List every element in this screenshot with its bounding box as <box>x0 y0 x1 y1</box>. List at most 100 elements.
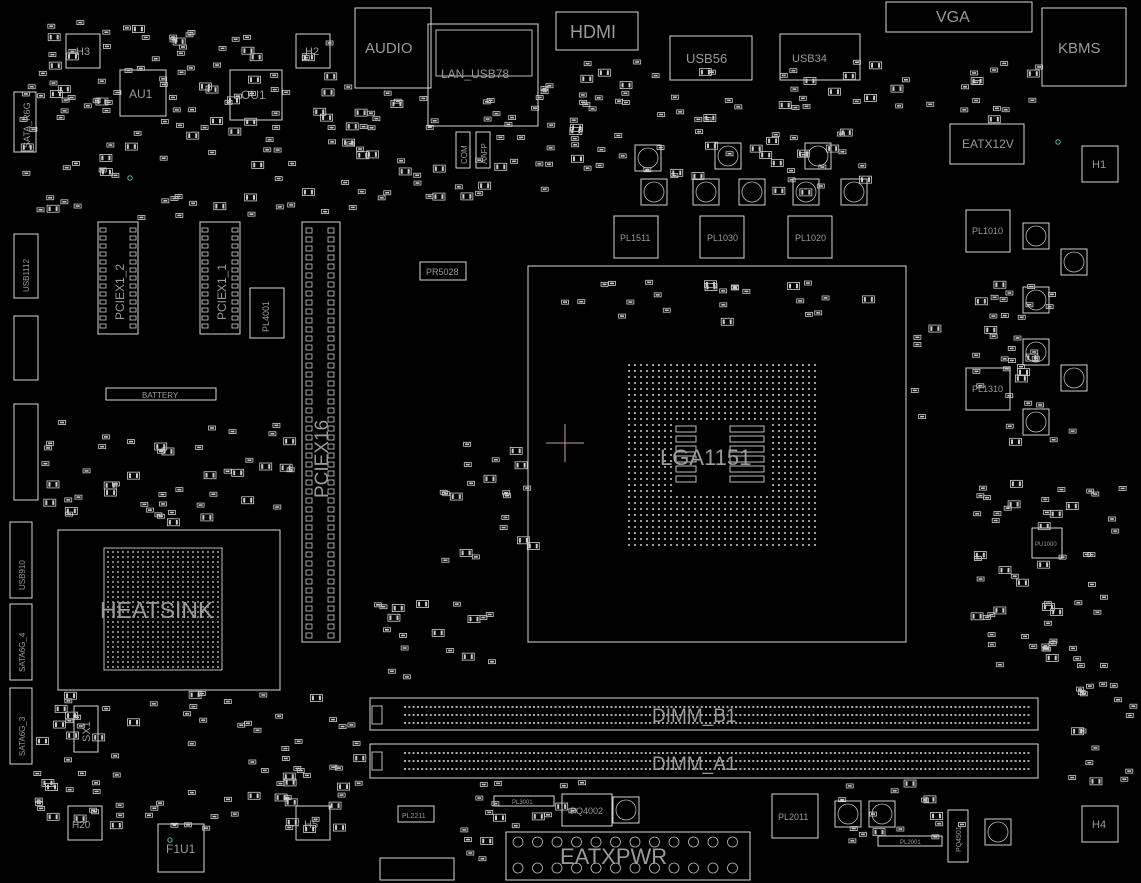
svg-text:OU1: OU1 <box>241 88 266 102</box>
mount-hole-h1: H1 <box>1081 145 1119 183</box>
svg-text:COM: COM <box>460 145 469 164</box>
svg-text:PL1030: PL1030 <box>707 233 738 243</box>
hdmi-label: HDMI <box>570 22 616 42</box>
vrm-fet-row <box>612 142 1088 846</box>
vga-label: VGA <box>936 9 970 26</box>
hdmi-connector: HDMI <box>555 11 639 51</box>
smd-components <box>19 20 1138 862</box>
header-sata6g-2: SATA6G_3 <box>9 687 33 765</box>
slot-dimm-a1: DIMM_A1 <box>369 743 1039 779</box>
chipset-ball-array <box>106 550 220 669</box>
inductor-pl3001: PL3001 <box>493 795 555 807</box>
mount-hole-h4: H4 <box>1081 805 1119 843</box>
mount-hole-h3: H3 <box>65 33 101 69</box>
chip-pu1000: PU1000 <box>1031 527 1063 559</box>
inductor-pl1020: PL1020 <box>787 215 833 259</box>
chip-au1: AU1 <box>119 69 167 117</box>
battery-holder: BATTERY <box>105 387 217 401</box>
chipset-heatsink: HEATSINK <box>57 529 281 691</box>
header-usb910: USB1112 <box>13 233 39 299</box>
slot-dimm-b1: DIMM_B1 <box>369 697 1039 731</box>
header-com <box>13 403 39 501</box>
svg-text:PL3001: PL3001 <box>512 800 533 806</box>
svg-text:SATA6G_3: SATA6G_3 <box>18 716 27 756</box>
header-aafp: SATA_R6G <box>13 91 37 153</box>
svg-text:DIMM_B1: DIMM_B1 <box>652 706 736 727</box>
chip-f1u1: F1U1 <box>157 823 205 873</box>
svg-text:F1U1: F1U1 <box>166 842 196 856</box>
kbms-label: KBMS <box>1058 40 1101 57</box>
audio-connector: AUDIO <box>354 7 432 89</box>
svg-text:PU1000: PU1000 <box>1035 542 1057 548</box>
eatx12v-connector: EATX12V <box>949 123 1025 165</box>
usb34-label: USB34 <box>792 53 827 65</box>
slot-pciex1-1: PCIEX1_2 <box>97 221 139 335</box>
mount-hole-h20: H20 <box>67 805 103 841</box>
svg-text:PL1020: PL1020 <box>795 233 826 243</box>
svg-text:PL1310: PL1310 <box>972 384 1003 394</box>
inductor-pl2011: PL2011 <box>771 793 819 839</box>
mosfet-pq4501: PQ4501 <box>947 809 969 863</box>
svg-text:USB910: USB910 <box>18 560 27 590</box>
inductor-pl1511: PL1511 <box>613 215 659 259</box>
chip-up7: COM <box>455 131 471 169</box>
svg-text:H2: H2 <box>305 46 319 58</box>
svg-text:USB1112: USB1112 <box>22 258 31 292</box>
svg-text:PL1511: PL1511 <box>620 233 650 243</box>
inductor-pl1310: PL1310 <box>965 367 1011 411</box>
vga-connector: VGA <box>885 1 1033 33</box>
svg-text:H5: H5 <box>304 819 318 831</box>
usb56-connector: USB56 <box>669 35 753 81</box>
svg-text:PQ4002: PQ4002 <box>570 806 603 816</box>
inductor-pl4001: PL4001 <box>249 287 285 339</box>
header-sata-r6g <box>379 857 455 881</box>
mount-hole-h2: H2 <box>295 33 331 69</box>
svg-text:PR5028: PR5028 <box>426 267 459 277</box>
svg-text:SATA_R6G: SATA_R6G <box>22 102 32 148</box>
chip-ou1: OU1 <box>229 69 283 121</box>
svg-text:H20: H20 <box>72 820 91 831</box>
svg-text:EATX12V: EATX12V <box>962 137 1014 151</box>
resistor-pr5028: PR5028 <box>419 261 467 281</box>
svg-text:PCIEX16: PCIEX16 <box>312 420 333 498</box>
svg-text:LGA1151: LGA1151 <box>660 445 751 470</box>
chip-up8: AAFP <box>475 131 491 169</box>
svg-text:EATXPWR: EATXPWR <box>560 844 667 869</box>
inductor-pl2211: PL2211 <box>397 805 435 823</box>
svg-text:H1: H1 <box>1092 159 1106 171</box>
svg-text:PL4001: PL4001 <box>261 301 271 332</box>
inductor-pl1010: PL1010 <box>965 209 1011 253</box>
svg-text:PCIEX1_1: PCIEX1_1 <box>215 264 229 320</box>
svg-text:AU1: AU1 <box>129 87 153 101</box>
svg-text:AAFP: AAFP <box>480 143 489 164</box>
svg-text:H4: H4 <box>1092 819 1106 831</box>
inductor-pl2001: PL2001 <box>877 835 943 847</box>
kbms-connector: KBMS <box>1041 7 1127 87</box>
cpu-pad-array <box>628 364 816 546</box>
mount-hole-h5: H5 <box>295 805 331 841</box>
svg-text:PCIEX1_2: PCIEX1_2 <box>113 264 127 320</box>
slot-pciex16: PCIEX16 <box>301 221 341 643</box>
lan-usb-connector: LAN_USB78 <box>427 23 539 127</box>
svg-text:PL2011: PL2011 <box>778 812 808 822</box>
svg-text:PL2211: PL2211 <box>402 813 426 820</box>
lan-usb-label: LAN_USB78 <box>441 67 509 81</box>
cpu-socket-lga1151: LGA1151 <box>527 265 907 643</box>
header-sata6g-4: USB910 <box>9 521 33 599</box>
svg-text:PL2001: PL2001 <box>900 840 921 846</box>
header-usb1112 <box>13 315 39 381</box>
svg-text:PL1010: PL1010 <box>972 226 1003 236</box>
usb56-label: USB56 <box>686 51 727 66</box>
slot-pciex1-2: PCIEX1_1 <box>199 221 241 335</box>
svg-text:PQ4501: PQ4501 <box>956 826 963 852</box>
header-sata6g-3: SATA6G_4 <box>9 603 33 681</box>
audio-label: AUDIO <box>365 40 413 57</box>
usb34-connector: USB34 <box>779 33 861 81</box>
svg-text:DIMM_A1: DIMM_A1 <box>652 754 736 775</box>
svg-text:BATTERY: BATTERY <box>142 391 179 400</box>
svg-text:HEATSINK: HEATSINK <box>100 597 214 623</box>
svg-text:SATA6G_4: SATA6G_4 <box>18 632 27 672</box>
eatxpwr-connector: EATXPWR <box>505 831 751 881</box>
mosfet-pq4002: PQ4002 <box>561 793 613 827</box>
